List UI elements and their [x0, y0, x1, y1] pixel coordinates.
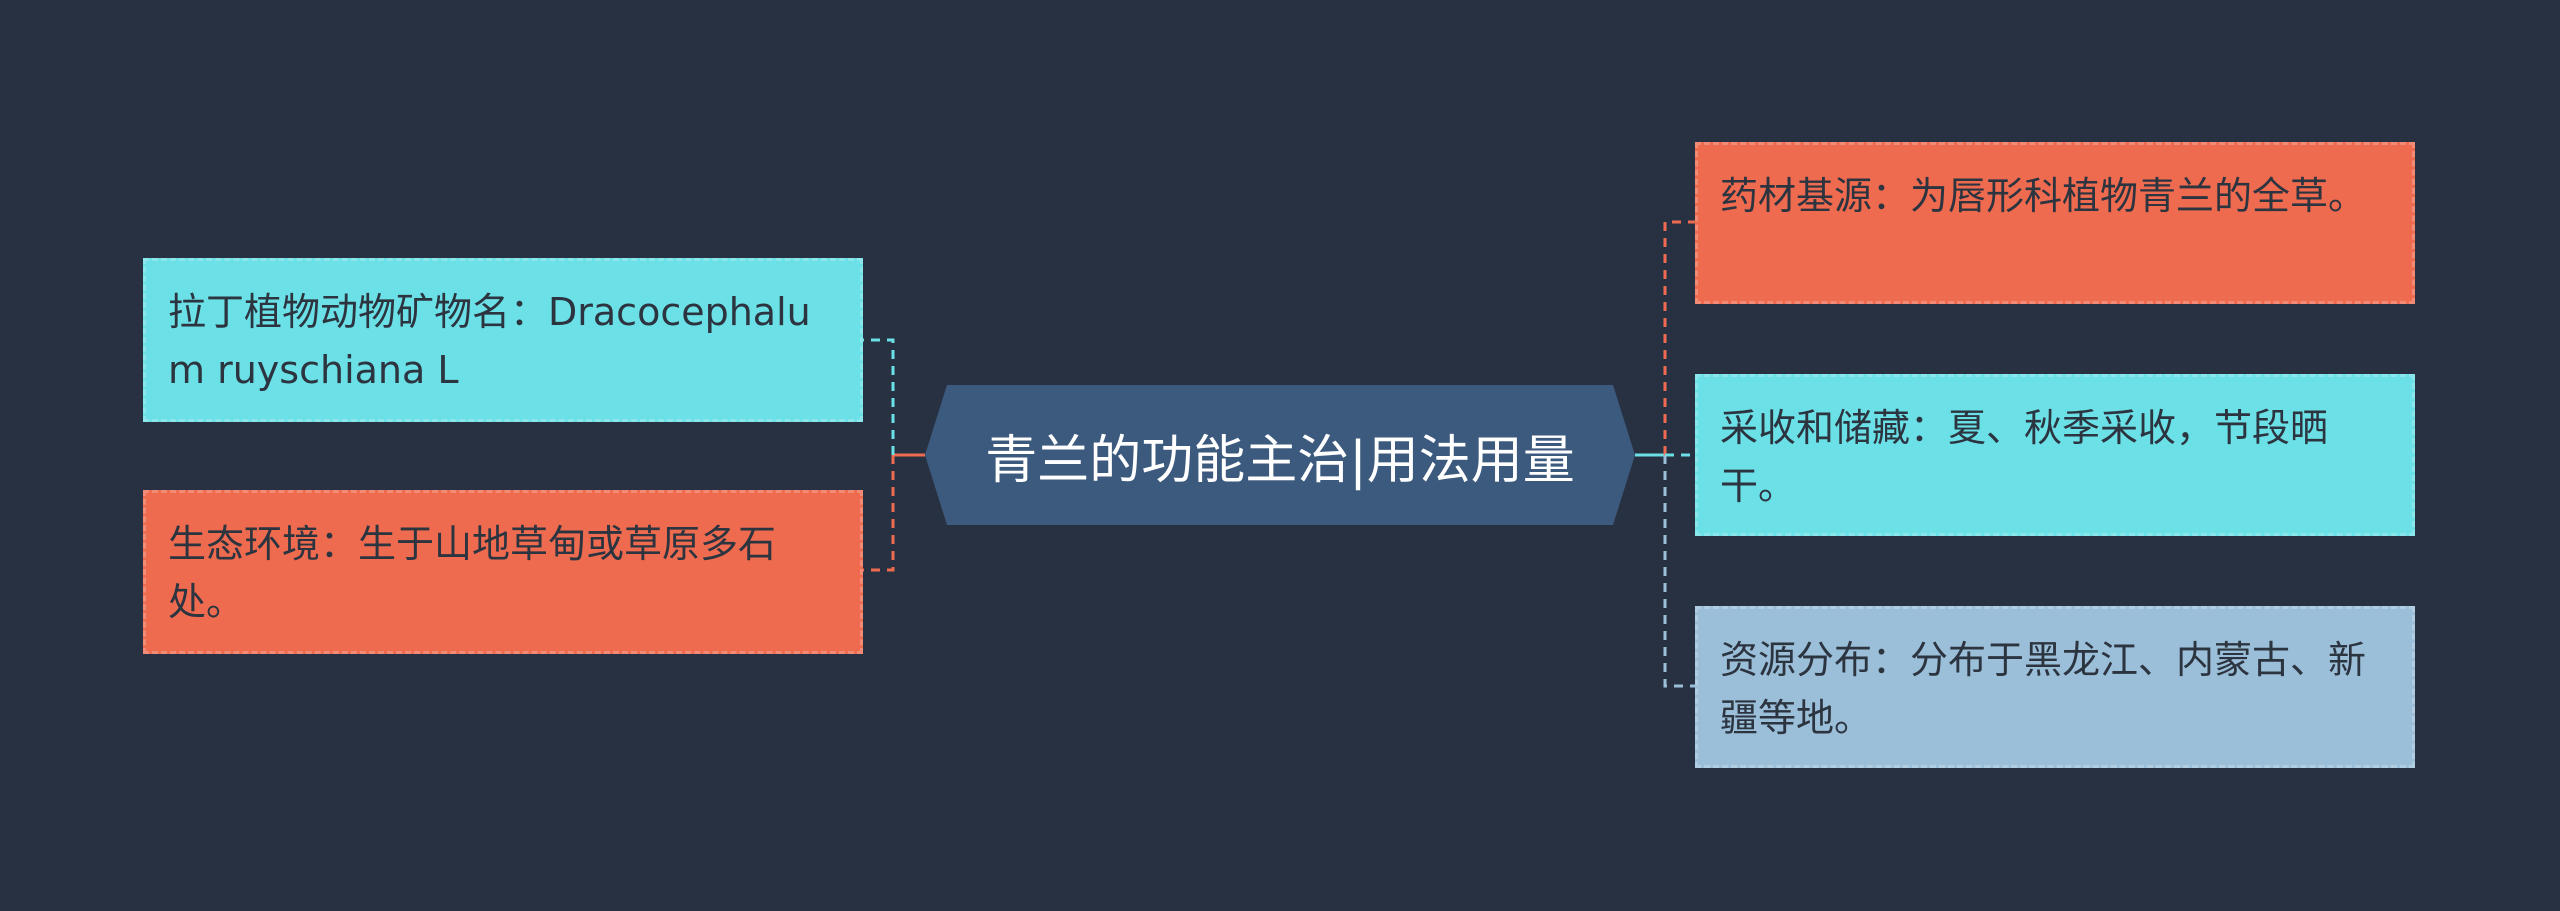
right-branch-node-source[interactable]: 药材基源：为唇形科植物青兰的全草。 — [1695, 142, 2415, 304]
right-branch-node-text: 采收和储藏：夏、秋季采收，节段晒干。 — [1720, 406, 2329, 508]
right-branch-node-distribution[interactable]: 资源分布：分布于黑龙江、内蒙古、新疆等地。 — [1695, 606, 2415, 768]
connector-right-branch-1 — [1663, 220, 1695, 455]
left-branch-node-text: 拉丁植物动物矿物名：Dracocephalum ruyschiana L — [168, 290, 811, 392]
central-topic-title: 青兰的功能主治|用法用量 — [985, 430, 1575, 491]
right-branch-node-text: 资源分布：分布于黑龙江、内蒙古、新疆等地。 — [1720, 638, 2367, 740]
right-branch-node-harvest[interactable]: 采收和储藏：夏、秋季采收，节段晒干。 — [1695, 374, 2415, 536]
left-branch-node-latin-name[interactable]: 拉丁植物动物矿物名：Dracocephalum ruyschiana L — [143, 258, 863, 422]
central-topic[interactable]: 青兰的功能主治|用法用量 — [925, 385, 1635, 525]
connector-left-branch-2 — [862, 455, 895, 572]
left-branch-node-habitat[interactable]: 生态环境：生于山地草甸或草原多石处。 — [143, 490, 863, 654]
left-branch-node-text: 生态环境：生于山地草甸或草原多石处。 — [168, 522, 777, 624]
connector-left-branch-1 — [862, 338, 895, 455]
right-branch-node-text: 药材基源：为唇形科植物青兰的全草。 — [1720, 174, 2367, 218]
connector-right-branch-3 — [1663, 455, 1695, 688]
